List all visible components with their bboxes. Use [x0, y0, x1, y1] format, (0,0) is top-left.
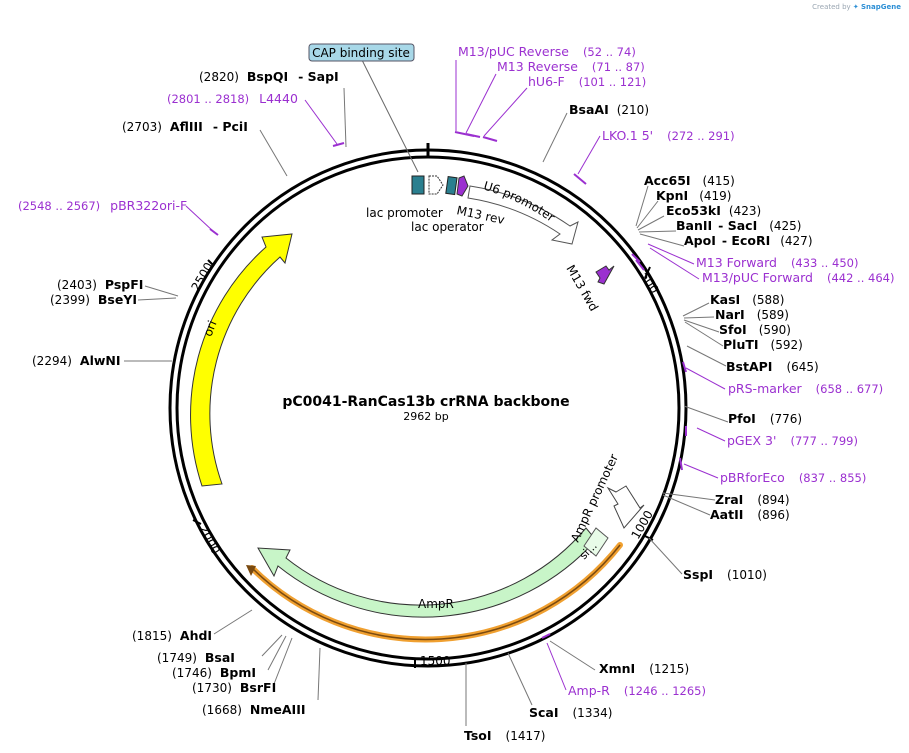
ori-feature[interactable] — [190, 233, 293, 487]
m13-fwd-label: M13 fwd — [563, 263, 601, 314]
enzyme-kasi[interactable]: KasI(588) — [710, 292, 785, 307]
enzyme-ahdi[interactable]: (1815)AhdI — [132, 628, 212, 643]
orange-band-core — [251, 544, 621, 641]
enzyme-tsoi[interactable]: TsoI(1417) — [464, 728, 545, 743]
lac-promoter-label: lac promoter — [366, 206, 443, 220]
primer-leaders — [185, 60, 726, 691]
primer-m13-puc-forward[interactable]: M13/pUC Forward(442 .. 464) — [702, 270, 894, 285]
primer-m13-reverse[interactable]: M13 Reverse(71 .. 87) — [497, 59, 645, 74]
credit-brand: SnapGene — [861, 3, 901, 11]
enzyme-nmeaiii[interactable]: (1668)NmeAIII — [202, 702, 306, 717]
signal-sequence-feature[interactable] — [583, 527, 609, 557]
ampr-feature[interactable] — [257, 527, 597, 618]
enzyme-sfoi[interactable]: SfoI(590) — [719, 322, 791, 337]
cap-binding-site-label: CAP binding site — [312, 46, 410, 60]
primer-m13-puc-reverse[interactable]: M13/pUC Reverse(52 .. 74) — [458, 44, 636, 59]
credit-prefix: Created by — [812, 3, 851, 11]
tick-1500: 1500 — [414, 654, 451, 668]
tick-2500: 2500 — [188, 259, 216, 294]
primer-pbrforeco[interactable]: pBRforEco(837 .. 855) — [720, 470, 866, 485]
cap-binding-site-box[interactable] — [308, 43, 415, 62]
orange-band-arrow — [246, 565, 256, 576]
m13-rev-feature[interactable] — [456, 175, 469, 197]
enzyme-apoi-ecori[interactable]: ApoI- EcoRI(427) — [684, 233, 813, 248]
primer-m13-forward[interactable]: M13 Forward(433 .. 450) — [696, 255, 858, 270]
enzyme-zrai[interactable]: ZraI(894) — [715, 492, 790, 507]
ori-label: ori — [201, 318, 220, 338]
plasmid-name: pC0041-RanCas13b crRNA backbone — [282, 394, 569, 410]
lac-operator-feature[interactable] — [445, 175, 458, 196]
tick-label: 2500 — [188, 260, 215, 293]
m13-fwd-feature[interactable] — [595, 265, 615, 285]
enzyme-pfoi[interactable]: PfoI(776) — [728, 411, 802, 426]
enzyme-pluti[interactable]: PluTI(592) — [723, 337, 803, 352]
lac-promoter-feature[interactable] — [428, 175, 444, 195]
primer-markers — [209, 131, 687, 639]
cap-binding-block[interactable] — [411, 175, 425, 195]
ampr-label: AmpR — [418, 597, 454, 611]
enzyme-bsrfi[interactable]: (1730)BsrFI — [192, 680, 276, 695]
enzyme-alwni[interactable]: (2294)AlwNI — [32, 353, 121, 368]
primer-hu6-f[interactable]: hU6-F(101 .. 121) — [528, 74, 646, 89]
primer-pgex-3[interactable]: pGEX 3'(777 .. 799) — [727, 433, 858, 448]
enzyme-pspfi[interactable]: (2403)PspFI — [57, 277, 143, 292]
enzyme-scai[interactable]: ScaI(1334) — [529, 705, 612, 720]
lac-operator-label: lac operator — [411, 220, 484, 234]
enzyme-banii-saci[interactable]: BanII- SacI(425) — [676, 218, 802, 233]
snapgene-logo-icon: ✦ — [852, 3, 859, 11]
enzyme-acc65i[interactable]: Acc65I(415) — [644, 173, 735, 188]
primer-pbr322ori-f[interactable]: (2548 .. 2567)pBR322ori-F — [18, 198, 187, 213]
enzyme-bstapi[interactable]: BstAPI(645) — [726, 359, 819, 374]
enzyme-bspqi-sapi[interactable]: (2820)BspQI- SapI — [199, 69, 339, 84]
primer-l4440[interactable]: (2801 .. 2818)L4440 — [167, 91, 298, 106]
enzyme-bsaai[interactable]: BsaAI(210) — [569, 102, 649, 117]
enzyme-eco53ki[interactable]: Eco53kI(423) — [666, 203, 761, 218]
enzyme-afliii-pcii[interactable]: (2703)AflIII- PciI — [122, 119, 248, 134]
enzyme-xmni[interactable]: XmnI(1215) — [599, 661, 689, 676]
enzyme-bsai[interactable]: (1749)BsaI — [157, 650, 235, 665]
enzyme-nari[interactable]: NarI(589) — [715, 307, 789, 322]
enzyme-sspi[interactable]: SspI(1010) — [683, 567, 767, 582]
ampr-promoter-feature[interactable] — [606, 485, 645, 529]
enzyme-bpmi[interactable]: (1746)BpmI — [172, 665, 256, 680]
plasmid-size: 2962 bp — [403, 410, 448, 423]
enzyme-bseyi[interactable]: (2399)BseYI — [50, 292, 137, 307]
cap-leader — [361, 59, 419, 173]
u6-promoter-feature[interactable] — [467, 185, 579, 245]
tick-label: 2000 — [196, 523, 223, 557]
enzyme-aatii[interactable]: AatII(896) — [710, 507, 790, 522]
tick-label: 1500 — [420, 654, 451, 668]
enzyme-kpni[interactable]: KpnI(419) — [656, 188, 731, 203]
primer-prs-marker[interactable]: pRS-marker(658 .. 677) — [728, 381, 883, 396]
primer-lko1-5[interactable]: LKO.1 5'(272 .. 291) — [602, 128, 735, 143]
enzyme-leaders — [124, 87, 729, 726]
snapgene-credit: Created by ✦ SnapGene — [812, 3, 901, 11]
primer-amp-r[interactable]: Amp-R(1246 .. 1265) — [568, 683, 706, 698]
